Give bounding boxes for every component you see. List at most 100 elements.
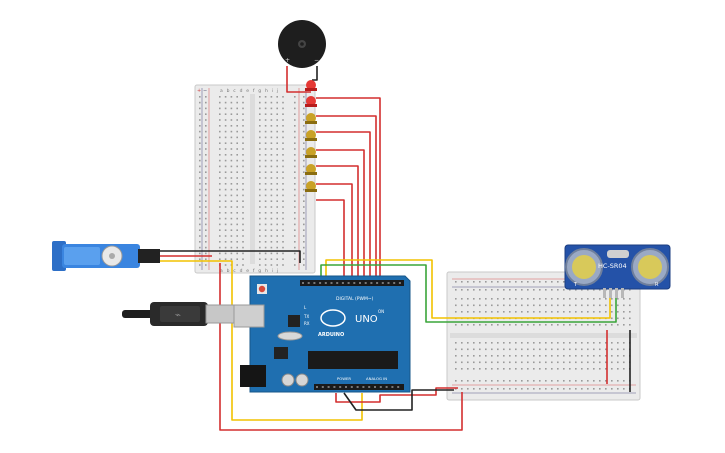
hole — [230, 252, 233, 255]
hole — [259, 200, 261, 202]
hole — [199, 171, 201, 173]
hole — [303, 165, 305, 168]
hole — [303, 119, 305, 121]
hole — [236, 101, 238, 104]
hole — [515, 368, 517, 370]
hole — [205, 125, 207, 127]
hole — [199, 130, 201, 133]
servo-motor — [52, 241, 160, 271]
hole — [282, 223, 284, 226]
hole — [236, 258, 238, 260]
hole — [485, 361, 487, 364]
hole — [593, 348, 595, 351]
hole — [563, 342, 565, 344]
hole — [503, 361, 505, 364]
hole — [276, 212, 278, 214]
center-gap — [450, 333, 637, 338]
hole — [551, 388, 553, 390]
hole — [242, 165, 244, 168]
hole — [276, 258, 278, 260]
led-yellow-4 — [305, 164, 317, 175]
hole — [521, 289, 523, 291]
hole — [563, 304, 565, 307]
led-red-2 — [305, 96, 317, 107]
hole — [527, 368, 529, 370]
hole — [270, 217, 273, 220]
hole — [527, 311, 529, 313]
hole — [491, 298, 493, 300]
hole — [527, 348, 529, 351]
hole — [539, 289, 541, 291]
hole — [385, 386, 388, 388]
hole — [617, 355, 619, 357]
hole — [575, 361, 577, 364]
hole — [599, 380, 601, 382]
hole — [581, 388, 583, 390]
hole — [617, 298, 619, 300]
hole — [224, 258, 227, 260]
hole — [224, 264, 227, 266]
hole — [527, 281, 529, 283]
hole — [205, 246, 207, 249]
hole — [479, 361, 481, 364]
hole — [316, 386, 318, 388]
hole — [455, 355, 457, 357]
sensor-pins — [603, 288, 624, 298]
hole — [307, 282, 310, 284]
hole — [521, 324, 523, 326]
hole — [303, 223, 305, 226]
hole — [259, 212, 261, 214]
hole — [270, 142, 273, 144]
hole — [521, 311, 523, 313]
hole — [539, 361, 541, 364]
hole — [259, 148, 261, 150]
hole — [455, 289, 457, 291]
hole — [605, 361, 607, 364]
hole — [497, 348, 499, 351]
hole — [236, 206, 238, 208]
hole — [270, 241, 273, 243]
hole — [455, 348, 457, 351]
hole — [545, 289, 547, 291]
hole — [236, 165, 238, 168]
hole — [521, 342, 523, 344]
wire-buzzer-minus — [312, 66, 318, 81]
hole — [276, 200, 278, 202]
hole — [467, 304, 469, 307]
hole — [575, 368, 577, 370]
hole — [545, 324, 547, 326]
hole — [205, 107, 207, 110]
hole — [557, 361, 559, 364]
hole — [294, 159, 296, 162]
hole — [551, 368, 553, 370]
hole — [219, 119, 221, 121]
hole — [497, 380, 499, 382]
hole — [539, 298, 541, 300]
hole — [593, 355, 595, 357]
hole — [575, 342, 577, 344]
hole — [303, 194, 305, 197]
hole — [350, 386, 353, 388]
hole — [497, 324, 499, 326]
hole — [264, 113, 267, 115]
hole — [503, 368, 505, 370]
hole — [473, 368, 475, 370]
hole — [270, 235, 273, 237]
hole — [276, 171, 278, 173]
hole — [270, 136, 273, 139]
hole — [461, 298, 463, 300]
hole — [236, 148, 238, 150]
hole — [270, 206, 273, 208]
hole — [270, 212, 273, 214]
hole — [623, 368, 625, 370]
hole — [563, 355, 565, 357]
hole — [533, 368, 535, 370]
hole — [259, 264, 261, 266]
hole — [224, 142, 227, 144]
hole — [264, 136, 267, 139]
hole — [303, 235, 305, 237]
hole — [605, 304, 607, 307]
hole — [264, 206, 267, 208]
hole — [539, 304, 541, 307]
center-gap — [250, 94, 255, 264]
